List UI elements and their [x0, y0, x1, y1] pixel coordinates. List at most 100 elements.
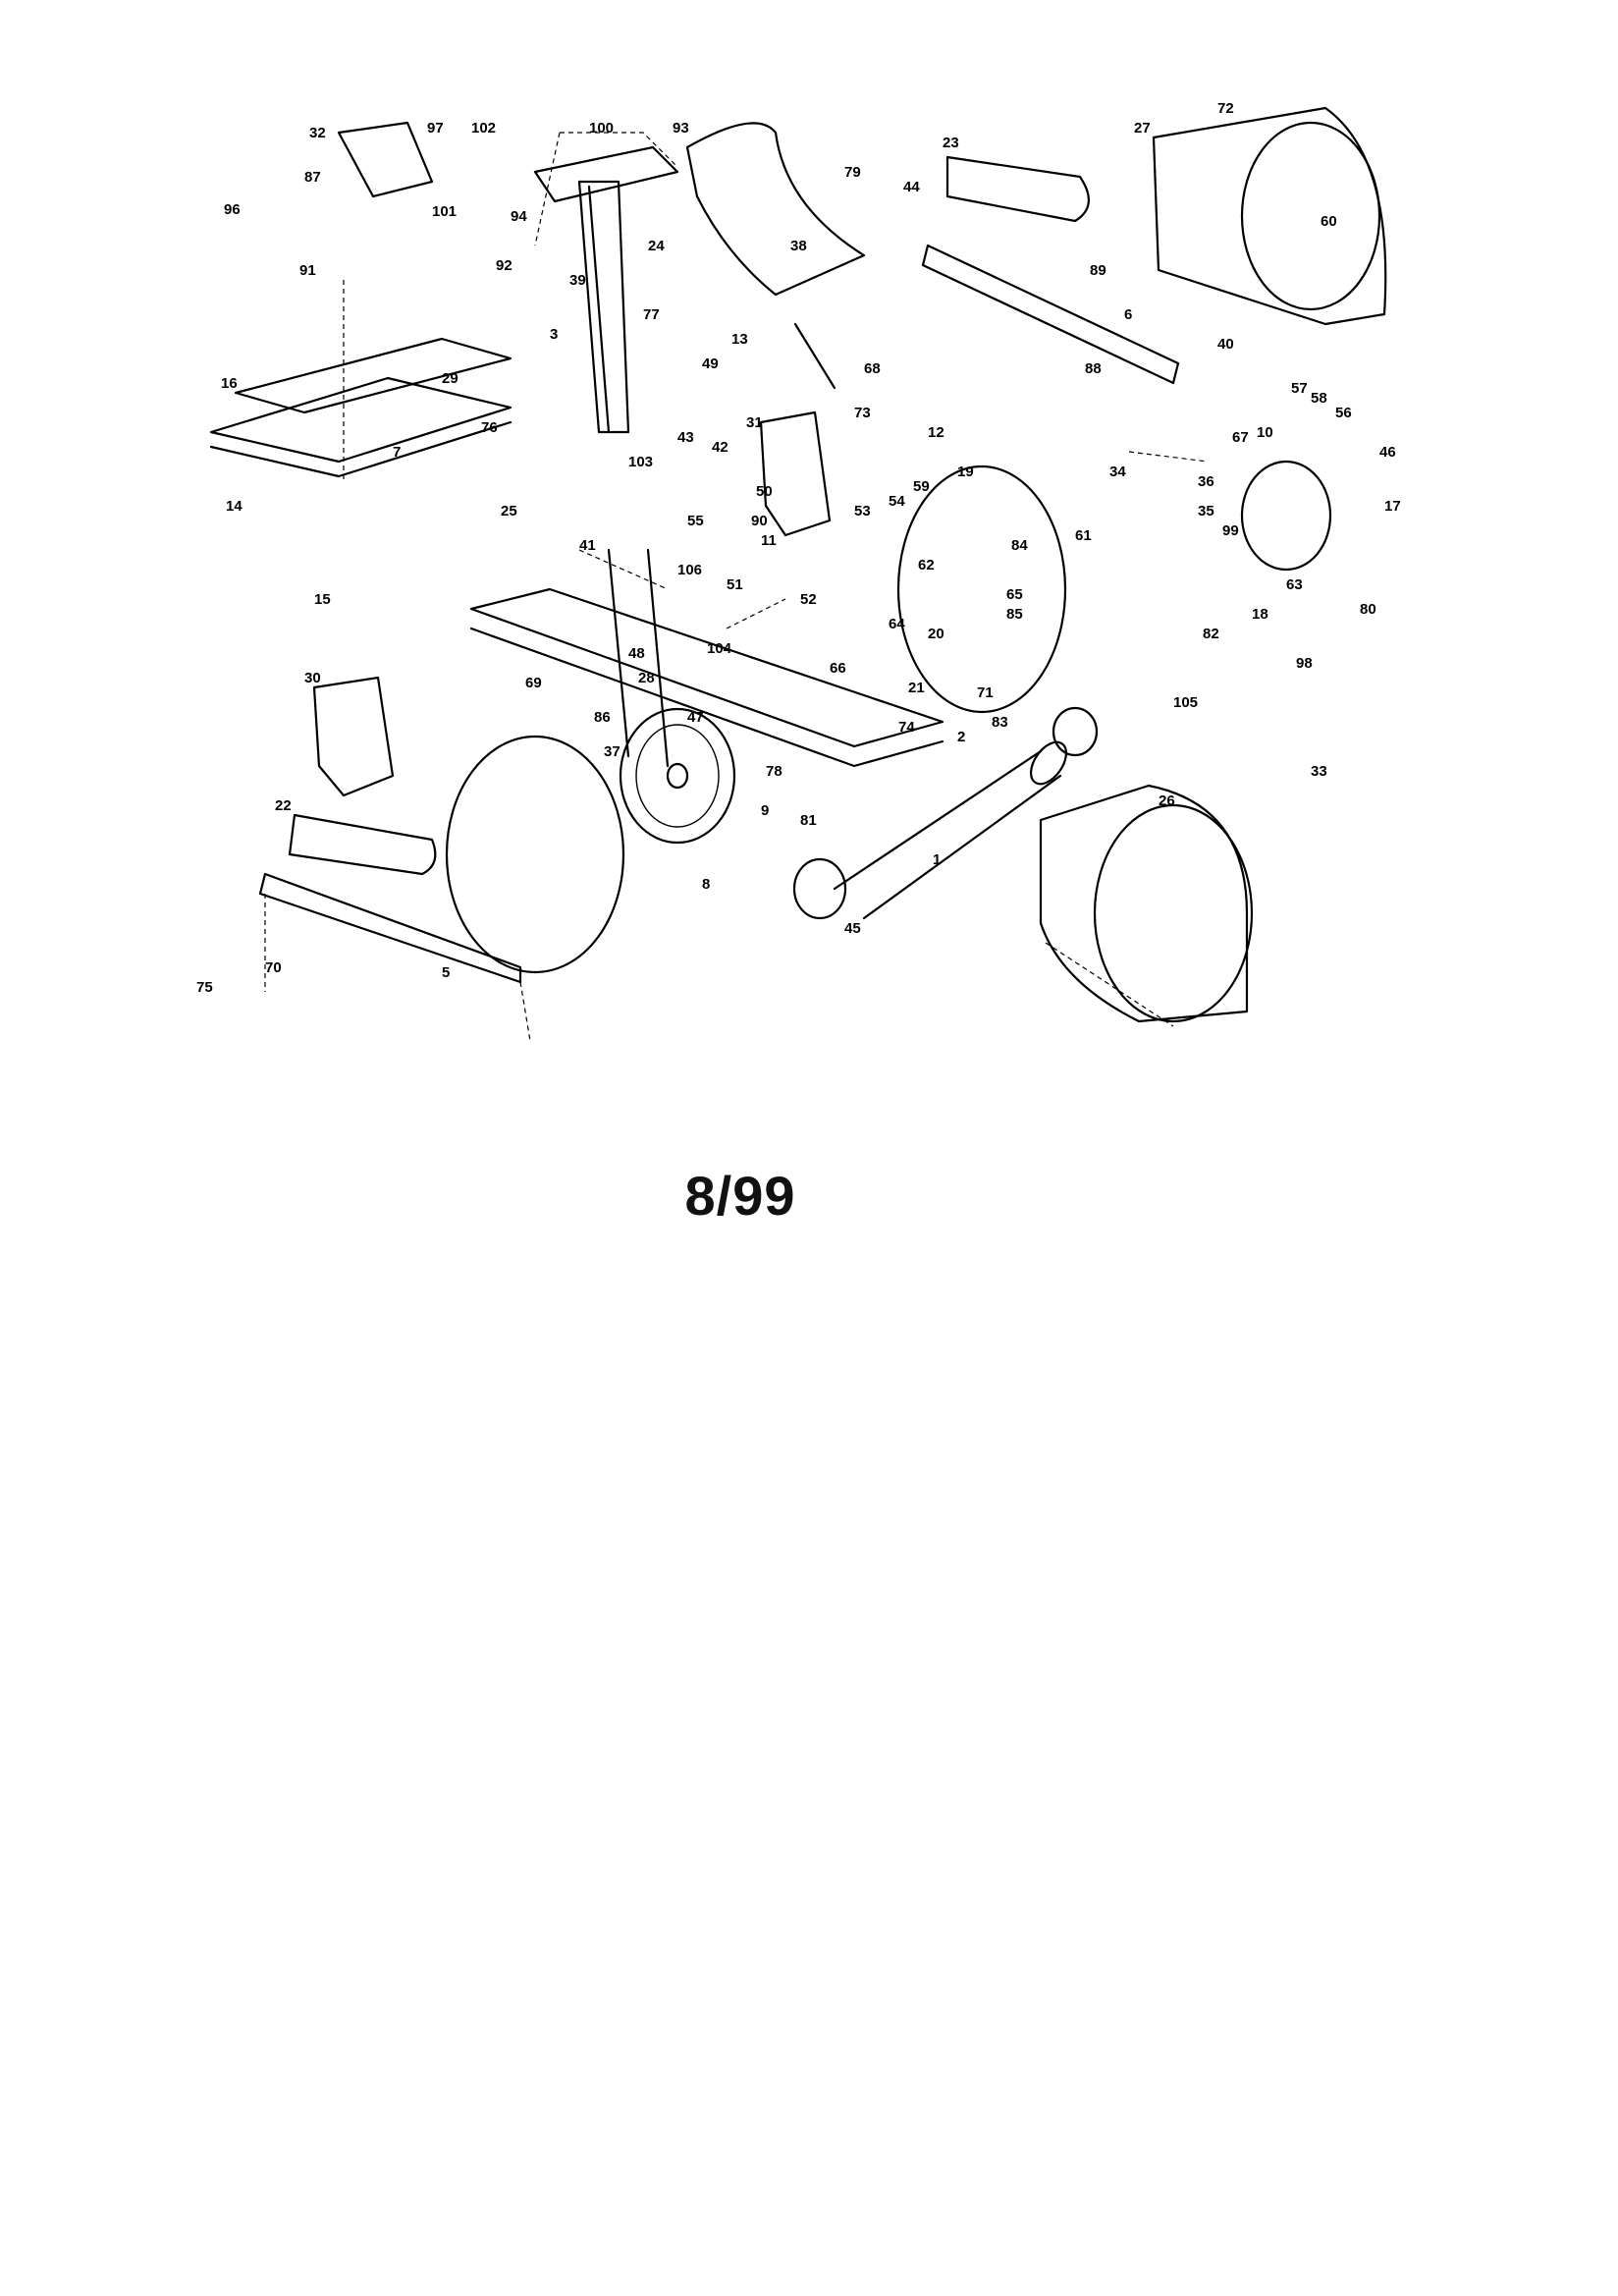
part-label-102: 102: [471, 120, 496, 137]
part-label-45: 45: [844, 920, 861, 937]
part-label-32: 32: [309, 125, 326, 141]
part-label-43: 43: [677, 429, 694, 446]
part-label-16: 16: [221, 375, 238, 392]
part-label-88: 88: [1085, 360, 1102, 377]
part-label-46: 46: [1379, 444, 1396, 461]
part-label-51: 51: [727, 576, 743, 593]
part-label-103: 103: [628, 454, 653, 470]
part-label-12: 12: [928, 424, 944, 441]
part-label-77: 77: [643, 306, 660, 323]
part-label-91: 91: [299, 262, 316, 279]
part-label-83: 83: [992, 714, 1008, 731]
part-label-44: 44: [903, 179, 920, 195]
part-label-49: 49: [702, 355, 719, 372]
part-label-2: 2: [957, 729, 965, 745]
part-label-58: 58: [1311, 390, 1327, 407]
part-label-70: 70: [265, 959, 282, 976]
part-label-63: 63: [1286, 576, 1303, 593]
part-label-104: 104: [707, 640, 732, 657]
part-label-56: 56: [1335, 405, 1352, 421]
part-label-30: 30: [304, 670, 321, 686]
part-label-96: 96: [224, 201, 241, 218]
part-label-38: 38: [790, 238, 807, 254]
part-label-71: 71: [977, 684, 994, 701]
part-label-69: 69: [525, 675, 542, 691]
part-label-106: 106: [677, 562, 702, 578]
part-label-8: 8: [702, 876, 710, 893]
part-label-6: 6: [1124, 306, 1132, 323]
part-label-20: 20: [928, 626, 944, 642]
part-label-93: 93: [673, 120, 689, 137]
part-label-15: 15: [314, 591, 331, 608]
part-label-21: 21: [908, 680, 925, 696]
part-label-17: 17: [1384, 498, 1401, 515]
part-label-80: 80: [1360, 601, 1376, 618]
part-label-37: 37: [604, 743, 620, 760]
part-label-19: 19: [957, 464, 974, 480]
part-label-42: 42: [712, 439, 728, 456]
part-label-100: 100: [589, 120, 614, 137]
part-label-99: 99: [1222, 522, 1239, 539]
part-label-73: 73: [854, 405, 871, 421]
part-label-11: 11: [761, 532, 777, 549]
part-label-90: 90: [751, 513, 768, 529]
part-label-1: 1: [933, 851, 941, 868]
part-label-94: 94: [511, 208, 527, 225]
part-label-10: 10: [1257, 424, 1273, 441]
part-label-64: 64: [889, 616, 905, 632]
part-label-79: 79: [844, 164, 861, 181]
part-label-25: 25: [501, 503, 517, 519]
part-label-39: 39: [569, 272, 586, 289]
part-label-18: 18: [1252, 606, 1268, 623]
date-code: 8/99: [684, 1165, 796, 1227]
part-label-76: 76: [481, 419, 498, 436]
part-label-27: 27: [1134, 120, 1151, 137]
part-label-55: 55: [687, 513, 704, 529]
part-label-62: 62: [918, 557, 935, 574]
part-label-47: 47: [687, 709, 704, 726]
part-label-74: 74: [898, 719, 915, 736]
part-label-98: 98: [1296, 655, 1313, 672]
part-label-68: 68: [864, 360, 881, 377]
part-label-75: 75: [196, 979, 213, 996]
part-label-48: 48: [628, 645, 645, 662]
part-label-34: 34: [1109, 464, 1126, 480]
part-label-13: 13: [731, 331, 748, 348]
part-number-labels: 1235678910111213141516171819202122232425…: [196, 100, 1401, 996]
part-label-5: 5: [442, 964, 450, 981]
part-label-40: 40: [1217, 336, 1234, 353]
part-label-81: 81: [800, 812, 817, 829]
part-label-7: 7: [393, 444, 401, 461]
part-label-61: 61: [1075, 527, 1092, 544]
part-label-23: 23: [943, 135, 959, 151]
part-label-85: 85: [1006, 606, 1023, 623]
part-label-67: 67: [1232, 429, 1249, 446]
part-label-53: 53: [854, 503, 871, 519]
parts-drawing: [209, 106, 1387, 1042]
part-label-14: 14: [226, 498, 243, 515]
part-label-31: 31: [746, 414, 763, 431]
part-label-52: 52: [800, 591, 817, 608]
part-label-22: 22: [275, 797, 292, 814]
part-label-36: 36: [1198, 473, 1214, 490]
part-label-84: 84: [1011, 537, 1028, 554]
part-label-60: 60: [1321, 213, 1337, 230]
part-label-66: 66: [830, 660, 846, 677]
part-label-41: 41: [579, 537, 596, 554]
part-label-78: 78: [766, 763, 782, 780]
part-label-105: 105: [1173, 694, 1198, 711]
part-label-59: 59: [913, 478, 930, 495]
part-label-9: 9: [761, 802, 769, 819]
part-label-87: 87: [304, 169, 321, 186]
part-label-28: 28: [638, 670, 655, 686]
part-label-26: 26: [1159, 793, 1175, 809]
part-label-3: 3: [550, 326, 558, 343]
part-label-92: 92: [496, 257, 512, 274]
part-label-97: 97: [427, 120, 444, 137]
part-label-57: 57: [1291, 380, 1308, 397]
part-label-29: 29: [442, 370, 458, 387]
part-label-33: 33: [1311, 763, 1327, 780]
part-label-101: 101: [432, 203, 457, 220]
part-label-82: 82: [1203, 626, 1219, 642]
part-label-89: 89: [1090, 262, 1106, 279]
